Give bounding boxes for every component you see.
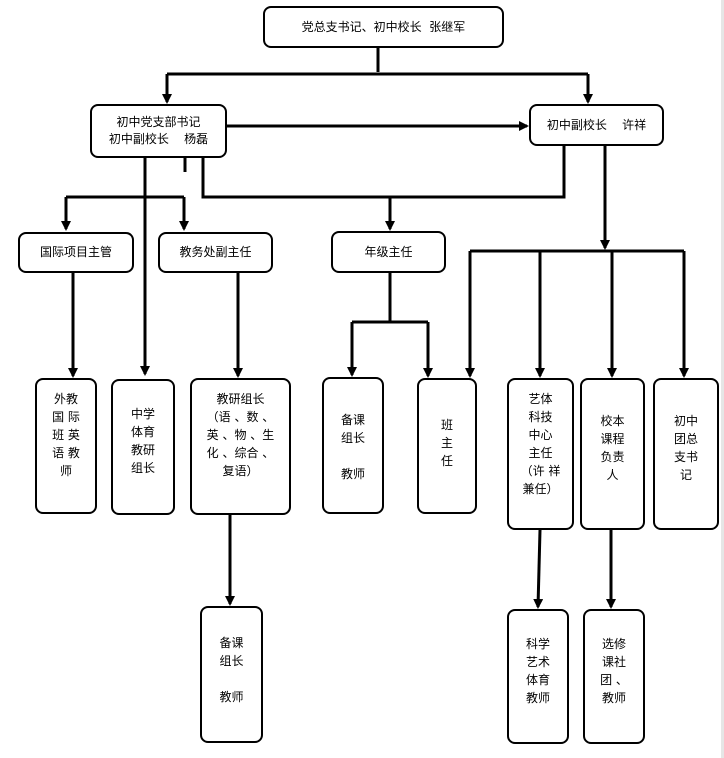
node-label: 初中 团总 支书 记	[673, 414, 698, 482]
node-youth-league-secretary: 初中 团总 支书 记	[653, 378, 719, 530]
node-label: 班 主 任	[440, 418, 453, 468]
node-label: 艺体 科技 中心 主任 （许 祥 兼任）	[520, 392, 561, 496]
node-research-group-leaders: 教研组长 （语 、数 、 英 、物 、生 化 、综合 、 复语）	[190, 378, 291, 515]
node-label: 备课 组长 教师	[340, 413, 365, 481]
node-party-branch-secretary: 初中党支部书记 初中副校长 杨磊	[90, 104, 227, 158]
node-label: 初中副校长 许祥	[546, 117, 647, 132]
line-connector	[201, 146, 566, 199]
node-lesson-prep-leaders-a: 备课 组长 教师	[322, 377, 384, 514]
node-label: 教研组长 （语 、数 、 英 、物 、生 化 、综合 、 复语）	[206, 392, 275, 478]
node-elective-teachers: 选修 课社 团 、 教师	[583, 609, 645, 744]
node-label: 初中党支部书记 初中副校长 杨磊	[108, 115, 209, 146]
node-school-curriculum: 校本 课程 负责 人	[580, 378, 645, 530]
node-grade-director: 年级主任	[331, 231, 446, 273]
node-pe-research-group: 中学 体育 教研 组长	[111, 379, 175, 515]
node-lesson-prep-leaders-b: 备课 组长 教师	[200, 606, 263, 743]
node-label: 党总支书记、初中校长 张继军	[301, 19, 466, 34]
node-international-teachers: 外教 国 际 班 英 语 教 师	[35, 378, 97, 514]
arrow-connector	[533, 529, 544, 609]
node-label: 备课 组长 教师	[219, 636, 244, 704]
node-party-general-secretary-principal: 党总支书记、初中校长 张继军	[263, 6, 504, 48]
node-label: 国际项目主管	[39, 245, 112, 259]
node-label: 校本 课程 负责 人	[600, 414, 625, 482]
node-label: 外教 国 际 班 英 语 教 师	[52, 392, 80, 478]
node-art-science-center: 艺体 科技 中心 主任 （许 祥 兼任）	[507, 378, 574, 530]
node-head-teachers: 班 主 任	[417, 378, 477, 514]
node-label: 教务处副主任	[179, 245, 252, 259]
node-academic-affairs-deputy: 教务处副主任	[158, 232, 273, 273]
node-vice-principal: 初中副校长 许祥	[529, 104, 664, 146]
node-label: 中学 体育 教研 组长	[130, 407, 155, 475]
right-edge-strip	[721, 0, 724, 758]
node-label: 选修 课社 团 、 教师	[600, 637, 628, 705]
node-sci-art-pe-teachers: 科学 艺术 体育 教师	[507, 609, 569, 744]
node-label: 年级主任	[364, 244, 413, 259]
node-label: 科学 艺术 体育 教师	[525, 637, 550, 705]
node-intl-project-manager: 国际项目主管	[18, 232, 134, 273]
